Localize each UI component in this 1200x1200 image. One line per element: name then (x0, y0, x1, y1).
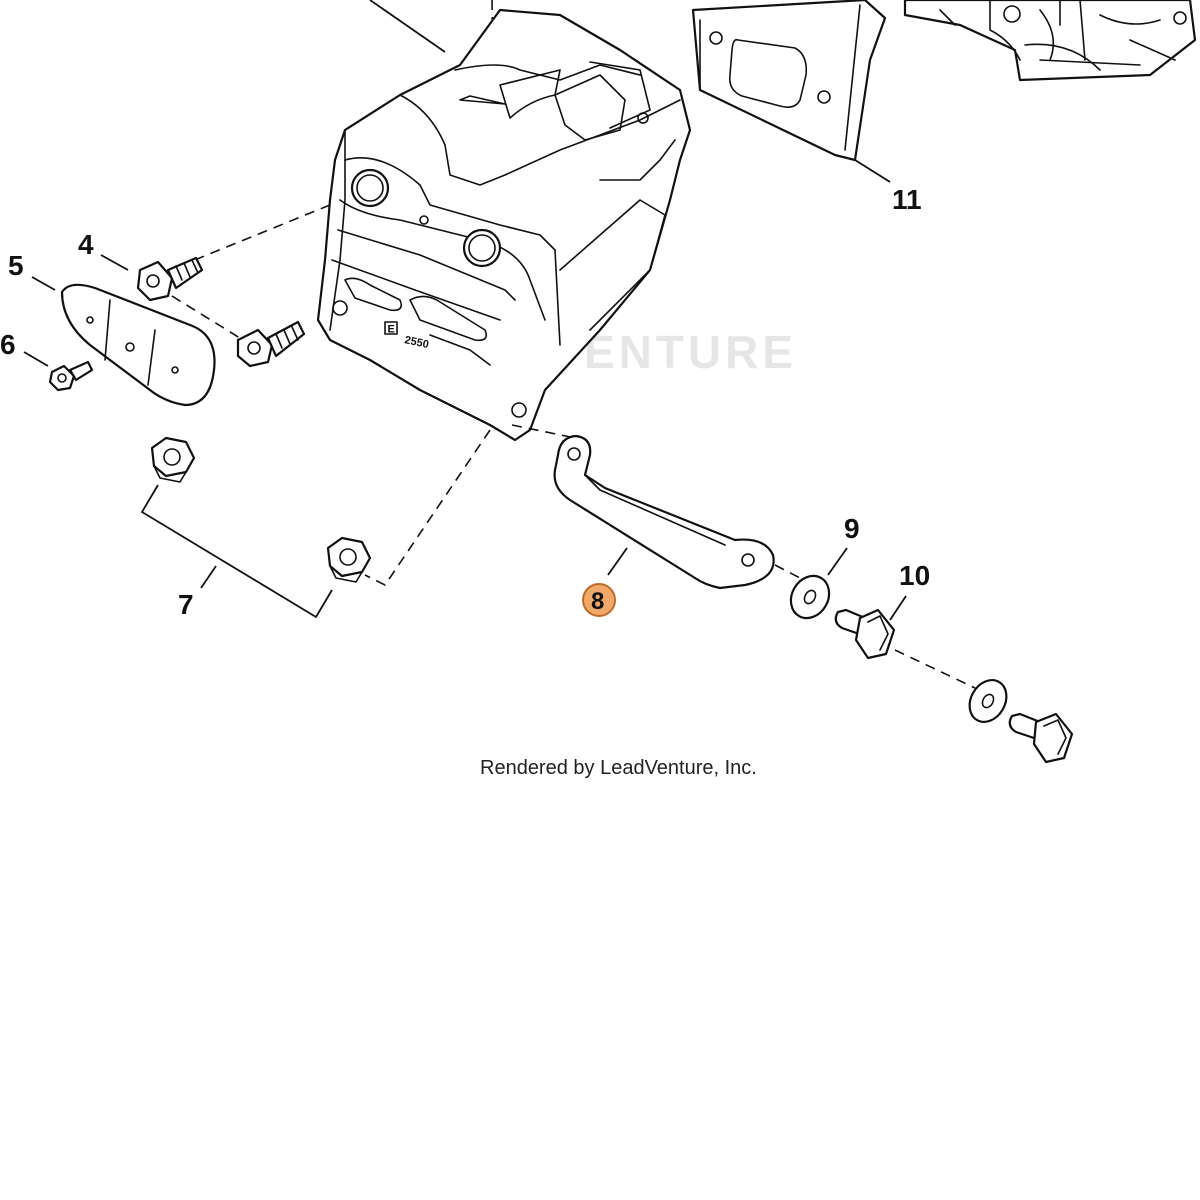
part-6-screw (48, 360, 94, 392)
part-7-nut-lower (326, 536, 372, 583)
part-4-bolt-upper (136, 256, 204, 302)
leader-4 (100, 254, 129, 271)
part-9-washer (789, 574, 831, 620)
leader-9 (827, 547, 848, 576)
clip-bolt-lower (1008, 712, 1074, 764)
leader-8 (607, 547, 628, 576)
leader-11 (854, 159, 891, 183)
dash-bracket-top (511, 424, 586, 441)
callout-8-badge[interactable]: 8 (582, 583, 616, 617)
muffler-housing: E 2550 (316, 8, 692, 442)
callout-8[interactable]: 8 (591, 588, 604, 615)
callout-9[interactable]: 9 (844, 513, 860, 544)
leader-7 (200, 565, 217, 589)
callout-4[interactable]: 4 (78, 229, 94, 260)
dash-nut (364, 429, 491, 587)
callout-6[interactable]: 6 (0, 329, 16, 360)
engine-block-fragment (903, 0, 1197, 82)
leader-top (369, 0, 446, 53)
callout-5[interactable]: 5 (8, 250, 24, 281)
part-4-bolt-lower (236, 320, 306, 368)
callout-7[interactable]: 7 (178, 589, 194, 620)
part-8-bracket (553, 434, 775, 590)
dash-washer-lower (894, 649, 976, 689)
leader-5 (31, 276, 56, 291)
leader-10 (889, 595, 907, 621)
render-credit: Rendered by LeadVenture, Inc. (480, 757, 757, 779)
dash-washer-9 (774, 564, 801, 579)
part-7-nut-upper (150, 436, 196, 483)
part-5-shield (60, 283, 216, 407)
leader-6 (23, 351, 49, 367)
dash-bolt-4-lower (171, 295, 249, 344)
part-11-plate (691, 0, 887, 162)
washer-lower (968, 679, 1008, 723)
part-10-clip-bolt (834, 608, 896, 660)
leader-7-bracket (140, 484, 333, 619)
housing-letter: E (388, 324, 395, 336)
housing-marking: 2550 (403, 334, 429, 351)
callout-10[interactable]: 10 (899, 560, 930, 591)
callout-11[interactable]: 11 (892, 184, 922, 215)
